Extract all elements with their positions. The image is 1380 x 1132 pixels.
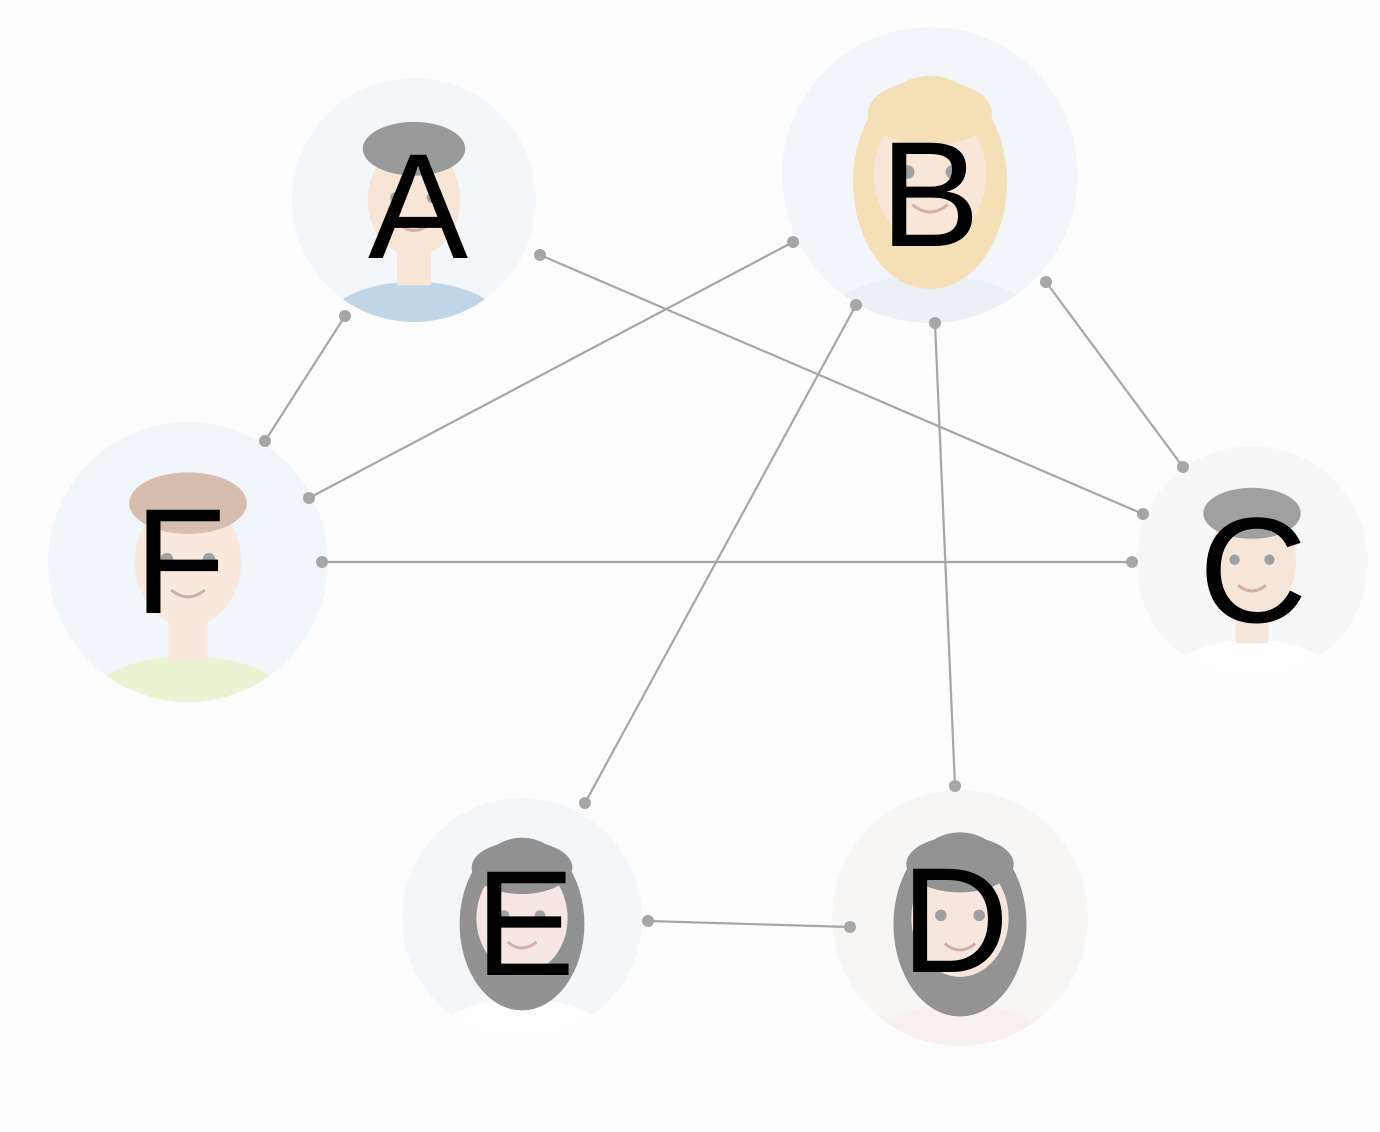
- edge-b-d: [929, 317, 961, 792]
- woman-black-bob-hair-avatar: [832, 790, 1088, 1046]
- avatar-layer: [48, 27, 1368, 1046]
- edge-end-dot: [844, 921, 856, 933]
- edge-end-dot: [259, 435, 271, 447]
- edge-start-dot: [1040, 276, 1052, 288]
- edge-end-dot: [949, 780, 961, 792]
- edge-f-c: [316, 556, 1138, 568]
- edge-end-dot: [1137, 508, 1149, 520]
- label-layer: A B C D E F: [134, 110, 1307, 1007]
- edge-line: [647, 919, 851, 929]
- edge-end-dot: [579, 797, 591, 809]
- woman-long-blonde-hair-profile-avatar: [782, 27, 1078, 323]
- edge-line: [933, 322, 957, 787]
- man-brown-quiff-profile-avatar: [48, 422, 328, 702]
- edge-line: [308, 241, 794, 499]
- node-label-a: A: [368, 122, 468, 290]
- edge-e-d: [642, 915, 856, 933]
- girl-long-black-hair-avatar: [402, 798, 642, 1038]
- edge-start-dot: [534, 249, 546, 261]
- edge-start-dot: [316, 556, 328, 568]
- edge-b-e: [579, 299, 862, 809]
- edge-start-dot: [787, 236, 799, 248]
- edge-a-f: [259, 310, 351, 447]
- node-label-e: E: [475, 839, 575, 1007]
- node-label-d: D: [901, 836, 1009, 1004]
- edge-b-f: [303, 236, 799, 504]
- boy-short-dark-hair-blue-shirt-avatar: [292, 78, 536, 322]
- edge-line: [264, 315, 346, 442]
- edge-end-dot: [1177, 461, 1189, 473]
- edge-start-dot: [929, 317, 941, 329]
- edge-b-c: [1040, 276, 1189, 473]
- edge-line: [539, 253, 1144, 516]
- node-label-b: B: [880, 110, 980, 278]
- node-label-c: C: [1199, 486, 1307, 654]
- node-label-f: F: [134, 477, 226, 645]
- edge-end-dot: [1126, 556, 1138, 568]
- edge-a-c: [534, 249, 1149, 520]
- edge-layer: [259, 236, 1189, 933]
- edge-line: [584, 304, 857, 804]
- edge-start-dot: [642, 915, 654, 927]
- edge-start-dot: [339, 310, 351, 322]
- man-suit-dark-hair-avatar: [1136, 446, 1368, 678]
- edge-line: [1045, 281, 1184, 468]
- edge-end-dot: [303, 492, 315, 504]
- edge-start-dot: [850, 299, 862, 311]
